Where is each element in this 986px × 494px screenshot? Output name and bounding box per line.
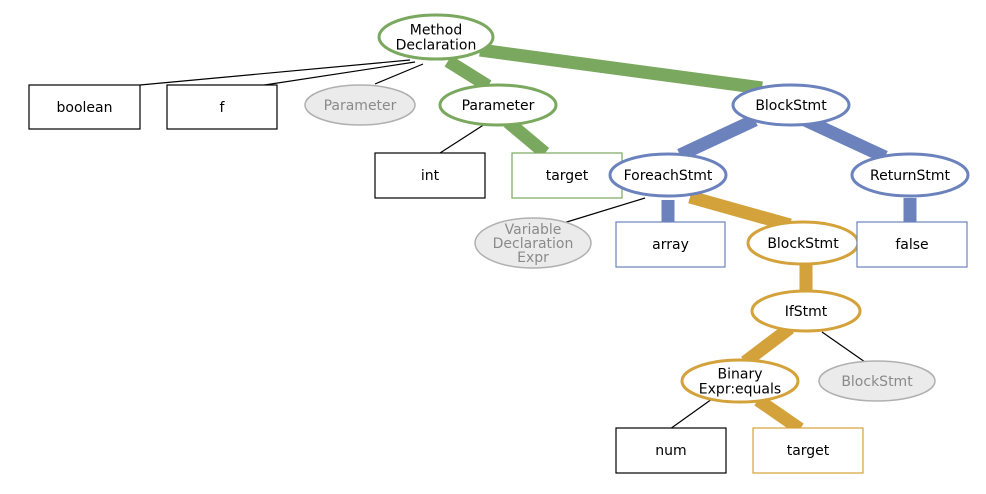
label-parameter: Parameter	[462, 98, 535, 114]
label-blockstmt-gray: BlockStmt	[841, 374, 913, 390]
node-blockstmt-foreach: BlockStmt	[746, 220, 860, 266]
label-false: false	[895, 237, 928, 253]
node-blockstmt-gray: BlockStmt	[818, 360, 936, 402]
edge-method-parameter	[444, 55, 492, 92]
edge-method-parameter-gray	[374, 63, 424, 85]
label-int: int	[421, 168, 440, 184]
edge-if-blockstmt-gray	[821, 331, 866, 363]
label-line: Method	[410, 23, 463, 39]
edge-blockstmt-return	[802, 114, 888, 163]
label-target-param: target	[546, 168, 589, 184]
node-boolean: boolean	[28, 84, 141, 130]
node-ifstmt: IfStmt	[750, 289, 862, 333]
label-blockstmt-foreach: BlockStmt	[767, 236, 839, 252]
label-line: Variable	[505, 222, 562, 238]
node-target-expr: target	[752, 427, 864, 474]
thin-edges	[139, 59, 866, 430]
label-foreachstmt: ForeachStmt	[624, 168, 713, 184]
node-target-param: target	[511, 152, 623, 199]
node-parameter-gray: Parameter	[304, 84, 416, 126]
edge-parameter-int	[439, 123, 486, 154]
label-boolean: boolean	[57, 100, 113, 116]
label-blockstmt-root: BlockStmt	[755, 98, 827, 114]
node-array: array	[615, 221, 726, 268]
label-num: num	[655, 443, 686, 459]
label-line: Declaration	[396, 38, 477, 54]
label-target-expr: target	[787, 443, 830, 459]
edge-method-f	[257, 61, 416, 87]
label-line: Expr:equals	[699, 382, 781, 398]
node-f: f	[166, 84, 278, 130]
label-line: Declaration	[493, 236, 574, 252]
edge-method-boolean	[139, 59, 411, 86]
edge-binary-num	[669, 398, 713, 430]
label-parameter-gray: Parameter	[324, 98, 397, 114]
node-int: int	[374, 152, 486, 199]
node-returnstmt: ReturnStmt	[850, 152, 970, 198]
node-blockstmt-root: BlockStmt	[731, 83, 851, 127]
edge-method-blockstmt	[479, 43, 763, 95]
edge-foreach-blockstmt	[688, 190, 792, 232]
node-false: false	[856, 221, 968, 268]
label-returnstmt: ReturnStmt	[870, 168, 950, 184]
thick-edges	[444, 43, 917, 435]
node-num: num	[615, 427, 727, 474]
edge-foreach-variable	[556, 197, 646, 226]
edge-binary-target	[754, 394, 804, 435]
label-ifstmt: IfStmt	[785, 304, 828, 320]
label-line: Binary	[718, 367, 763, 383]
label-line: Expr	[517, 250, 549, 266]
label-f: f	[220, 100, 226, 116]
node-parameter: Parameter	[438, 83, 558, 127]
edge-if-binary	[741, 322, 794, 368]
node-foreachstmt: ForeachStmt	[608, 152, 728, 198]
label-array: array	[652, 237, 689, 253]
edge-blockstmt-foreach	[677, 114, 758, 161]
edge-parameter-target	[503, 117, 550, 158]
